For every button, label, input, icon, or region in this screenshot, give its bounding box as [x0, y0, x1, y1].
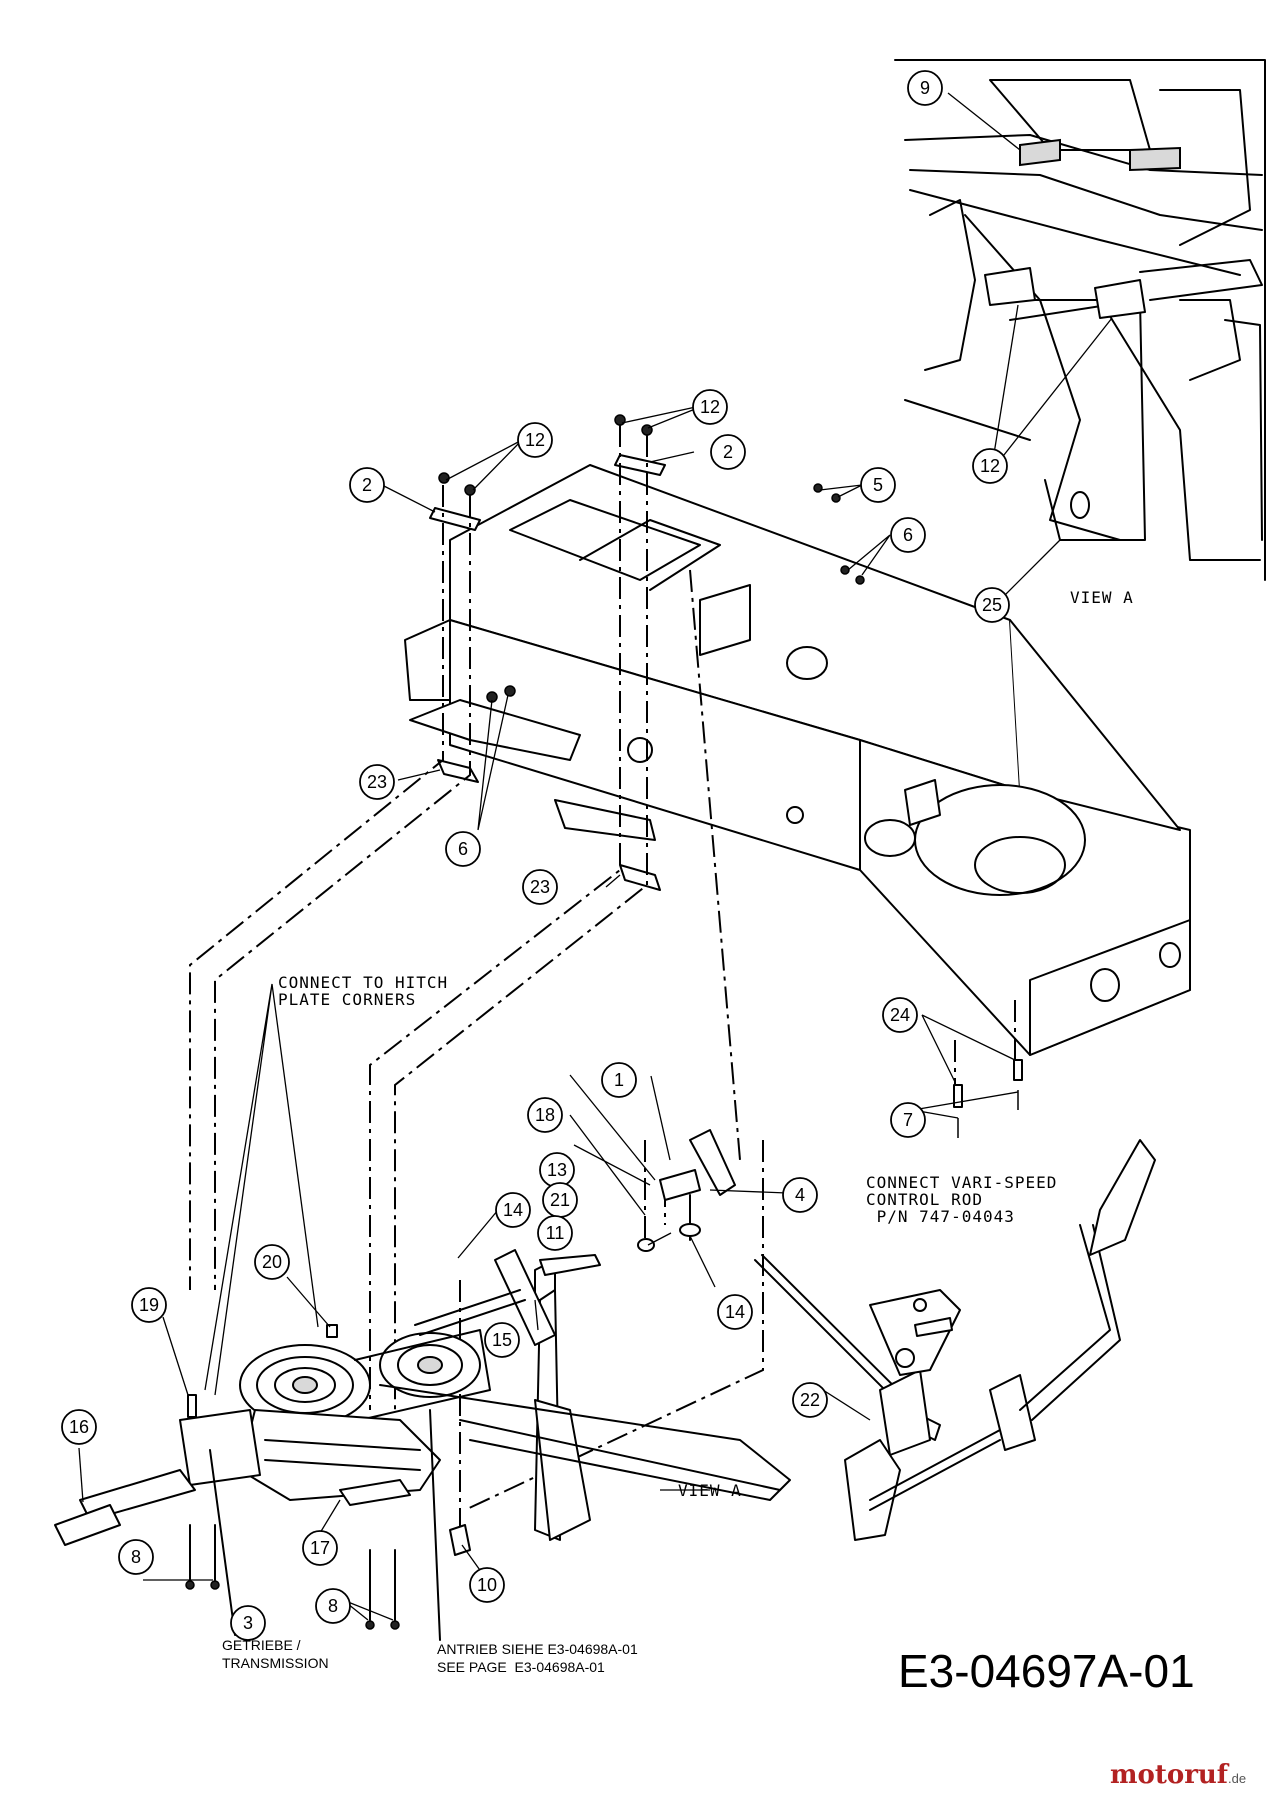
- svg-text:10: 10: [477, 1575, 497, 1595]
- svg-text:8: 8: [328, 1596, 338, 1616]
- callout-1: 1: [601, 1062, 637, 1098]
- svg-text:4: 4: [795, 1185, 805, 1205]
- svg-text:8: 8: [131, 1547, 141, 1567]
- svg-text:3: 3: [243, 1613, 253, 1633]
- callout-2-left: 2: [349, 467, 385, 503]
- callout-17: 17: [302, 1530, 338, 1566]
- callout-4: 4: [782, 1177, 818, 1213]
- drawing-number: E3-04697A-01: [898, 1645, 1195, 1697]
- svg-text:14: 14: [503, 1200, 523, 1220]
- svg-text:20: 20: [262, 1252, 282, 1272]
- svg-text:5: 5: [873, 475, 883, 495]
- callout-6-top: 6: [890, 517, 926, 553]
- view-a-reference-label: VIEW A: [678, 1481, 742, 1500]
- callout-5: 5: [860, 467, 896, 503]
- callout-6-bottom: 6: [445, 831, 481, 867]
- callout-15: 15: [484, 1322, 520, 1358]
- view-a-inset: [894, 59, 1266, 601]
- callout-25: 25: [974, 587, 1010, 623]
- note-vari-speed-line-3: P/N 747-04043: [866, 1207, 1015, 1226]
- svg-text:6: 6: [458, 839, 468, 859]
- callout-21: 21: [542, 1182, 578, 1218]
- note-drive-line-1: ANTRIEB SIEHE E3-04698A-01: [437, 1641, 638, 1657]
- note-drive-line-2: SEE PAGE E3-04698A-01: [437, 1659, 605, 1675]
- callout-19: 19: [131, 1287, 167, 1323]
- svg-text:23: 23: [367, 772, 387, 792]
- callout-13: 13: [539, 1152, 575, 1188]
- note-vari-speed-line-2: CONTROL ROD: [866, 1190, 983, 1209]
- callout-18: 18: [527, 1097, 563, 1133]
- note-hitch-line-2: PLATE CORNERS: [278, 990, 417, 1009]
- note-hitch-line-1: CONNECT TO HITCH: [278, 973, 449, 992]
- svg-text:12: 12: [525, 430, 545, 450]
- watermark-tld: .de: [1228, 1771, 1247, 1786]
- callout-20: 20: [254, 1244, 290, 1280]
- callout-22: 22: [792, 1382, 828, 1418]
- callout-11: 11: [537, 1215, 573, 1251]
- watermark-logo: motoruf.de: [1110, 1760, 1246, 1790]
- note-transmission-line-2: TRANSMISSION: [222, 1655, 329, 1671]
- view-a-title: VIEW A: [1070, 588, 1134, 607]
- svg-text:13: 13: [547, 1160, 567, 1180]
- svg-text:7: 7: [903, 1110, 913, 1130]
- callout-23-bottom: 23: [522, 869, 558, 905]
- note-vari-speed-line-1: CONNECT VARI-SPEED: [866, 1173, 1058, 1192]
- svg-text:12: 12: [700, 397, 720, 417]
- svg-text:24: 24: [890, 1005, 910, 1025]
- callout-10: 10: [469, 1567, 505, 1603]
- svg-text:1: 1: [614, 1070, 624, 1090]
- svg-text:19: 19: [139, 1295, 159, 1315]
- svg-text:9: 9: [920, 78, 930, 98]
- callout-3: 3: [230, 1605, 266, 1641]
- note-transmission-line-1: GETRIEBE /: [222, 1637, 301, 1653]
- callouts: 9 12 25 12 2 12 2 5 6 23 6 23 24 7 1 18 …: [61, 70, 1010, 1641]
- chassis-frame: [404, 464, 1191, 1056]
- svg-text:22: 22: [800, 1390, 820, 1410]
- callout-12-top: 12: [692, 389, 728, 425]
- callout-9: 9: [907, 70, 943, 106]
- svg-text:15: 15: [492, 1330, 512, 1350]
- callout-12-top-left: 12: [517, 422, 553, 458]
- callout-8-left: 8: [118, 1539, 154, 1575]
- callout-8-right: 8: [315, 1588, 351, 1624]
- svg-text:16: 16: [69, 1417, 89, 1437]
- callout-2-right: 2: [710, 434, 746, 470]
- leader-lines: [78, 404, 1019, 1621]
- svg-text:23: 23: [530, 877, 550, 897]
- callout-14-left: 14: [495, 1192, 531, 1228]
- svg-text:14: 14: [725, 1302, 745, 1322]
- callout-12-view-a: 12: [972, 448, 1008, 484]
- transmission-assembly: [54, 1249, 791, 1641]
- svg-text:11: 11: [546, 1223, 565, 1243]
- svg-text:17: 17: [310, 1538, 330, 1558]
- watermark-name: motoruf: [1110, 1760, 1228, 1790]
- svg-text:2: 2: [362, 475, 372, 495]
- svg-text:6: 6: [903, 525, 913, 545]
- callout-7: 7: [890, 1102, 926, 1138]
- callout-14-right: 14: [717, 1294, 753, 1330]
- linkage-parts: [534, 1129, 1156, 1541]
- svg-text:2: 2: [723, 442, 733, 462]
- svg-text:12: 12: [980, 456, 1000, 476]
- callout-16: 16: [61, 1409, 97, 1445]
- svg-text:21: 21: [550, 1190, 570, 1210]
- svg-text:25: 25: [982, 595, 1002, 615]
- callout-24: 24: [882, 997, 918, 1033]
- svg-text:18: 18: [535, 1105, 555, 1125]
- callout-23-top: 23: [359, 764, 395, 800]
